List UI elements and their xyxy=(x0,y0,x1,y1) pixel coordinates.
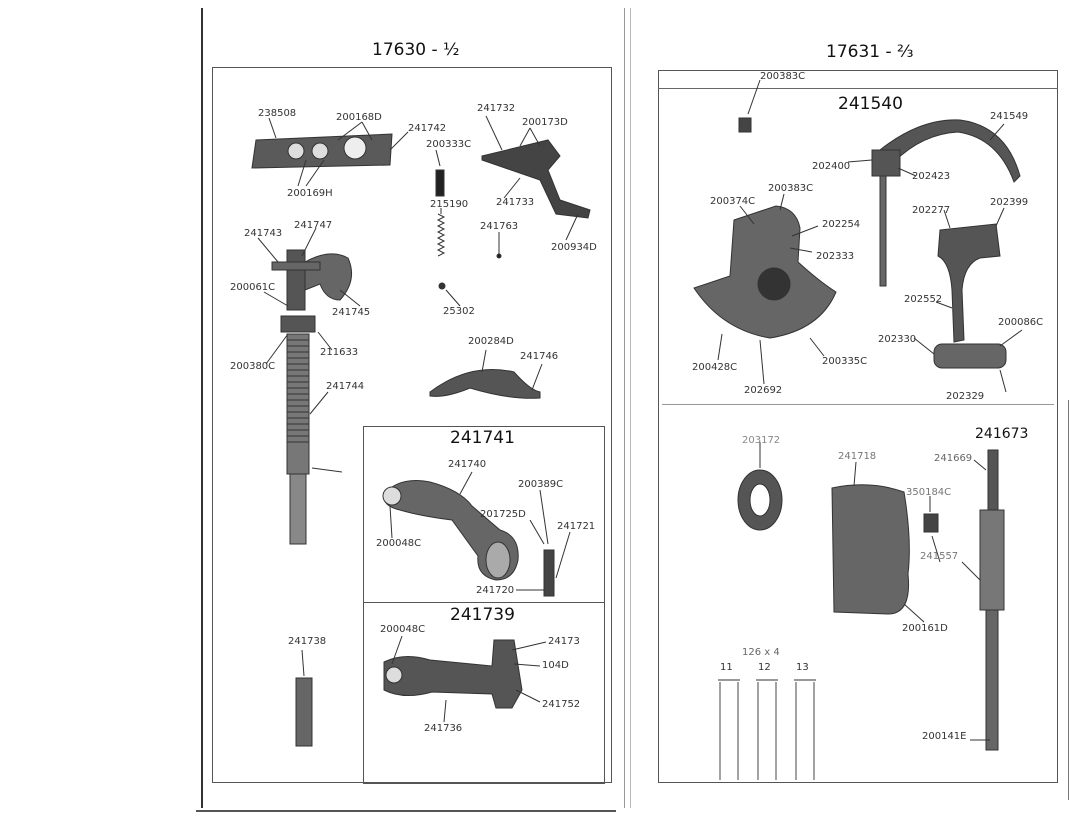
label-241763: 241763 xyxy=(480,221,519,232)
right-frame xyxy=(658,70,1058,783)
label-202330: 202330 xyxy=(878,334,917,345)
label-200086c: 200086C xyxy=(998,317,1044,328)
label-203172: 203172 xyxy=(742,435,781,446)
label-200141e: 200141E xyxy=(922,731,967,742)
label-200389c: 200389C xyxy=(518,479,564,490)
group-241741-title: 241741 xyxy=(450,428,515,448)
group-241739-frame xyxy=(363,602,605,784)
label-202254: 202254 xyxy=(822,219,861,230)
right-mid-rule xyxy=(662,404,1054,405)
label-200428c: 200428C xyxy=(692,362,738,373)
needle-size-12: 12 xyxy=(758,662,771,673)
needle-header: 126 x 4 xyxy=(742,647,780,658)
label-241736: 241736 xyxy=(424,723,463,734)
label-241733: 241733 xyxy=(496,197,535,208)
label-200061c: 200061C xyxy=(230,282,276,293)
label-241669: 241669 xyxy=(934,453,973,464)
left-page-title: 17630 - ½ xyxy=(372,40,460,60)
label-104d: 104D xyxy=(542,660,569,671)
label-200173d: 200173D xyxy=(522,117,568,128)
right-page-title: 17631 - ⅔ xyxy=(826,42,914,62)
label-200374c: 200374C xyxy=(710,196,756,207)
label-241740: 241740 xyxy=(448,459,487,470)
label-200048c-a: 200048C xyxy=(376,538,422,549)
group-241673-title: 241673 xyxy=(975,426,1029,442)
label-241738: 241738 xyxy=(288,636,327,647)
label-241746: 241746 xyxy=(520,351,559,362)
label-202552: 202552 xyxy=(904,294,943,305)
needle-size-13: 13 xyxy=(796,662,809,673)
label-215190: 215190 xyxy=(430,199,469,210)
label-200934d: 200934D xyxy=(551,242,597,253)
right-top-rule xyxy=(658,88,1058,89)
label-350184c: 350184C xyxy=(906,487,952,498)
label-241747: 241747 xyxy=(294,220,333,231)
left-page-edge xyxy=(201,8,203,808)
label-200383c: 200383C xyxy=(768,183,814,194)
label-202277: 202277 xyxy=(912,205,951,216)
label-25302: 25302 xyxy=(443,306,475,317)
label-241743: 241743 xyxy=(244,228,283,239)
label-241718: 241718 xyxy=(838,451,877,462)
label-241742: 241742 xyxy=(408,123,447,134)
group-241739-title: 241739 xyxy=(450,605,515,625)
label-201725d: 201725D xyxy=(480,509,526,520)
bottom-edge xyxy=(196,810,616,812)
label-200169h: 200169H xyxy=(287,188,333,199)
label-241721: 241721 xyxy=(557,521,596,532)
label-200333c: 200333C xyxy=(426,139,472,150)
center-gutter-right xyxy=(630,8,631,808)
label-202333: 202333 xyxy=(816,251,855,262)
group-241540-title: 241540 xyxy=(838,94,903,114)
needle-size-11: 11 xyxy=(720,662,733,673)
left-frame xyxy=(212,67,612,783)
label-202329: 202329 xyxy=(946,391,985,402)
label-200335c: 200335C xyxy=(822,356,868,367)
label-202692: 202692 xyxy=(744,385,783,396)
right-page-edge xyxy=(1068,400,1069,800)
label-241744: 241744 xyxy=(326,381,365,392)
label-200048c-b: 200048C xyxy=(380,624,426,635)
label-241732: 241732 xyxy=(477,103,516,114)
label-24173: 24173 xyxy=(548,636,580,647)
label-241549: 241549 xyxy=(990,111,1029,122)
label-200284d: 200284D xyxy=(468,336,514,347)
label-241752: 241752 xyxy=(542,699,581,710)
label-241557: 241557 xyxy=(920,551,959,562)
label-211633: 211633 xyxy=(320,347,359,358)
label-200161d: 200161D xyxy=(902,623,948,634)
label-202399: 202399 xyxy=(990,197,1029,208)
label-200168d: 200168D xyxy=(336,112,382,123)
label-200380c: 200380C xyxy=(230,361,276,372)
center-gutter-left xyxy=(624,8,625,808)
label-200383c-top: 200383C xyxy=(760,71,806,82)
label-202423: 202423 xyxy=(912,171,951,182)
label-241745: 241745 xyxy=(332,307,371,318)
label-241720: 241720 xyxy=(476,585,515,596)
label-238508: 238508 xyxy=(258,108,297,119)
label-202400: 202400 xyxy=(812,161,851,172)
